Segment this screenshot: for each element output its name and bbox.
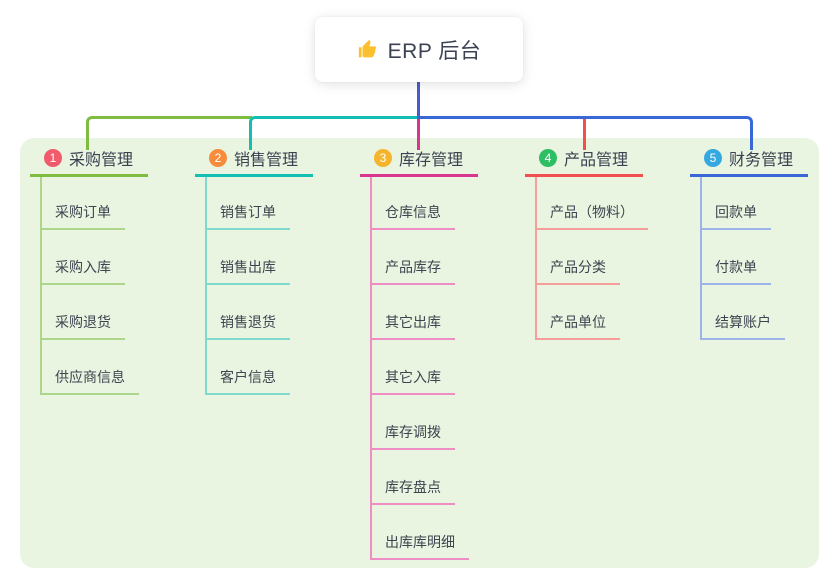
mindmap-node-child[interactable]: 出库库明细 xyxy=(370,532,469,560)
branch-header-4[interactable]: 4 产品管理 xyxy=(525,146,643,177)
mindmap-node-child[interactable]: 采购入库 xyxy=(40,257,125,285)
branch-3-connector-line xyxy=(417,119,420,150)
branch-1-connector-line xyxy=(86,116,252,150)
branch-header-3[interactable]: 3 库存管理 xyxy=(360,146,478,177)
mindmap-node-child[interactable]: 结算账户 xyxy=(700,312,785,340)
branch-spine-line xyxy=(370,177,372,560)
mindmap-node-child[interactable]: 其它入库 xyxy=(370,367,455,395)
branch-label: 产品管理 xyxy=(564,152,629,169)
mindmap-node-child[interactable]: 客户信息 xyxy=(205,367,290,395)
thumbs-up-icon xyxy=(357,39,379,61)
mindmap-node-child[interactable]: 付款单 xyxy=(700,257,771,285)
branch-number-badge: 4 xyxy=(539,149,557,167)
branch-label: 财务管理 xyxy=(729,152,794,169)
mindmap-node-child[interactable]: 产品库存 xyxy=(370,257,455,285)
root-node[interactable]: ERP 后台 xyxy=(315,17,523,82)
branch-number-badge: 5 xyxy=(704,149,722,167)
mindmap-node-child[interactable]: 仓库信息 xyxy=(370,202,455,230)
mindmap-node-child[interactable]: 销售订单 xyxy=(205,202,290,230)
mindmap-node-child[interactable]: 库存盘点 xyxy=(370,477,455,505)
root-label: ERP 后台 xyxy=(387,39,482,63)
branch-产品管理: 4 产品管理 产品（物料） 产品分类产品单位 xyxy=(525,146,687,340)
branch-2-connector-line xyxy=(249,116,420,150)
mindmap-node-child[interactable]: 产品（物料） xyxy=(535,202,648,230)
branch-财务管理: 5 财务管理 回款单付款单结算账户 xyxy=(690,146,839,340)
branch-header-2[interactable]: 2 销售管理 xyxy=(195,146,313,177)
mindmap-node-child[interactable]: 其它出库 xyxy=(370,312,455,340)
branches-panel xyxy=(20,138,819,568)
root-connector-line xyxy=(417,82,420,119)
mindmap-node-child[interactable]: 销售退货 xyxy=(205,312,290,340)
branch-label: 库存管理 xyxy=(399,152,464,169)
branch-销售管理: 2 销售管理 销售订单销售出库销售退货客户信息 xyxy=(195,146,357,395)
branch-spine-line xyxy=(535,177,537,340)
branch-number-badge: 1 xyxy=(44,149,62,167)
branch-label: 采购管理 xyxy=(69,152,134,169)
mindmap-node-child[interactable]: 库存调拨 xyxy=(370,422,455,450)
branch-number-badge: 3 xyxy=(374,149,392,167)
branch-采购管理: 1 采购管理 采购订单采购入库采购退货供应商信息 xyxy=(30,146,192,395)
branch-5-connector-line xyxy=(417,116,753,150)
branch-spine-line xyxy=(40,177,42,395)
branch-header-1[interactable]: 1 采购管理 xyxy=(30,146,148,177)
mindmap-node-child[interactable]: 回款单 xyxy=(700,202,771,230)
branch-number-badge: 2 xyxy=(209,149,227,167)
branch-库存管理: 3 库存管理 仓库信息产品库存其它出库其它入库库存调拨库存盘点出库库明细 xyxy=(360,146,522,560)
branch-header-5[interactable]: 5 财务管理 xyxy=(690,146,808,177)
mindmap-node-child[interactable]: 采购订单 xyxy=(40,202,125,230)
mindmap-node-child[interactable]: 供应商信息 xyxy=(40,367,139,395)
mindmap-node-child[interactable]: 采购退货 xyxy=(40,312,125,340)
mindmap-node-child[interactable]: 产品分类 xyxy=(535,257,620,285)
branch-4-connector-line xyxy=(583,119,586,150)
branch-label: 销售管理 xyxy=(234,152,299,169)
mindmap-node-child[interactable]: 销售出库 xyxy=(205,257,290,285)
mindmap-node-child[interactable]: 产品单位 xyxy=(535,312,620,340)
branch-spine-line xyxy=(205,177,207,395)
branch-spine-line xyxy=(700,177,702,340)
